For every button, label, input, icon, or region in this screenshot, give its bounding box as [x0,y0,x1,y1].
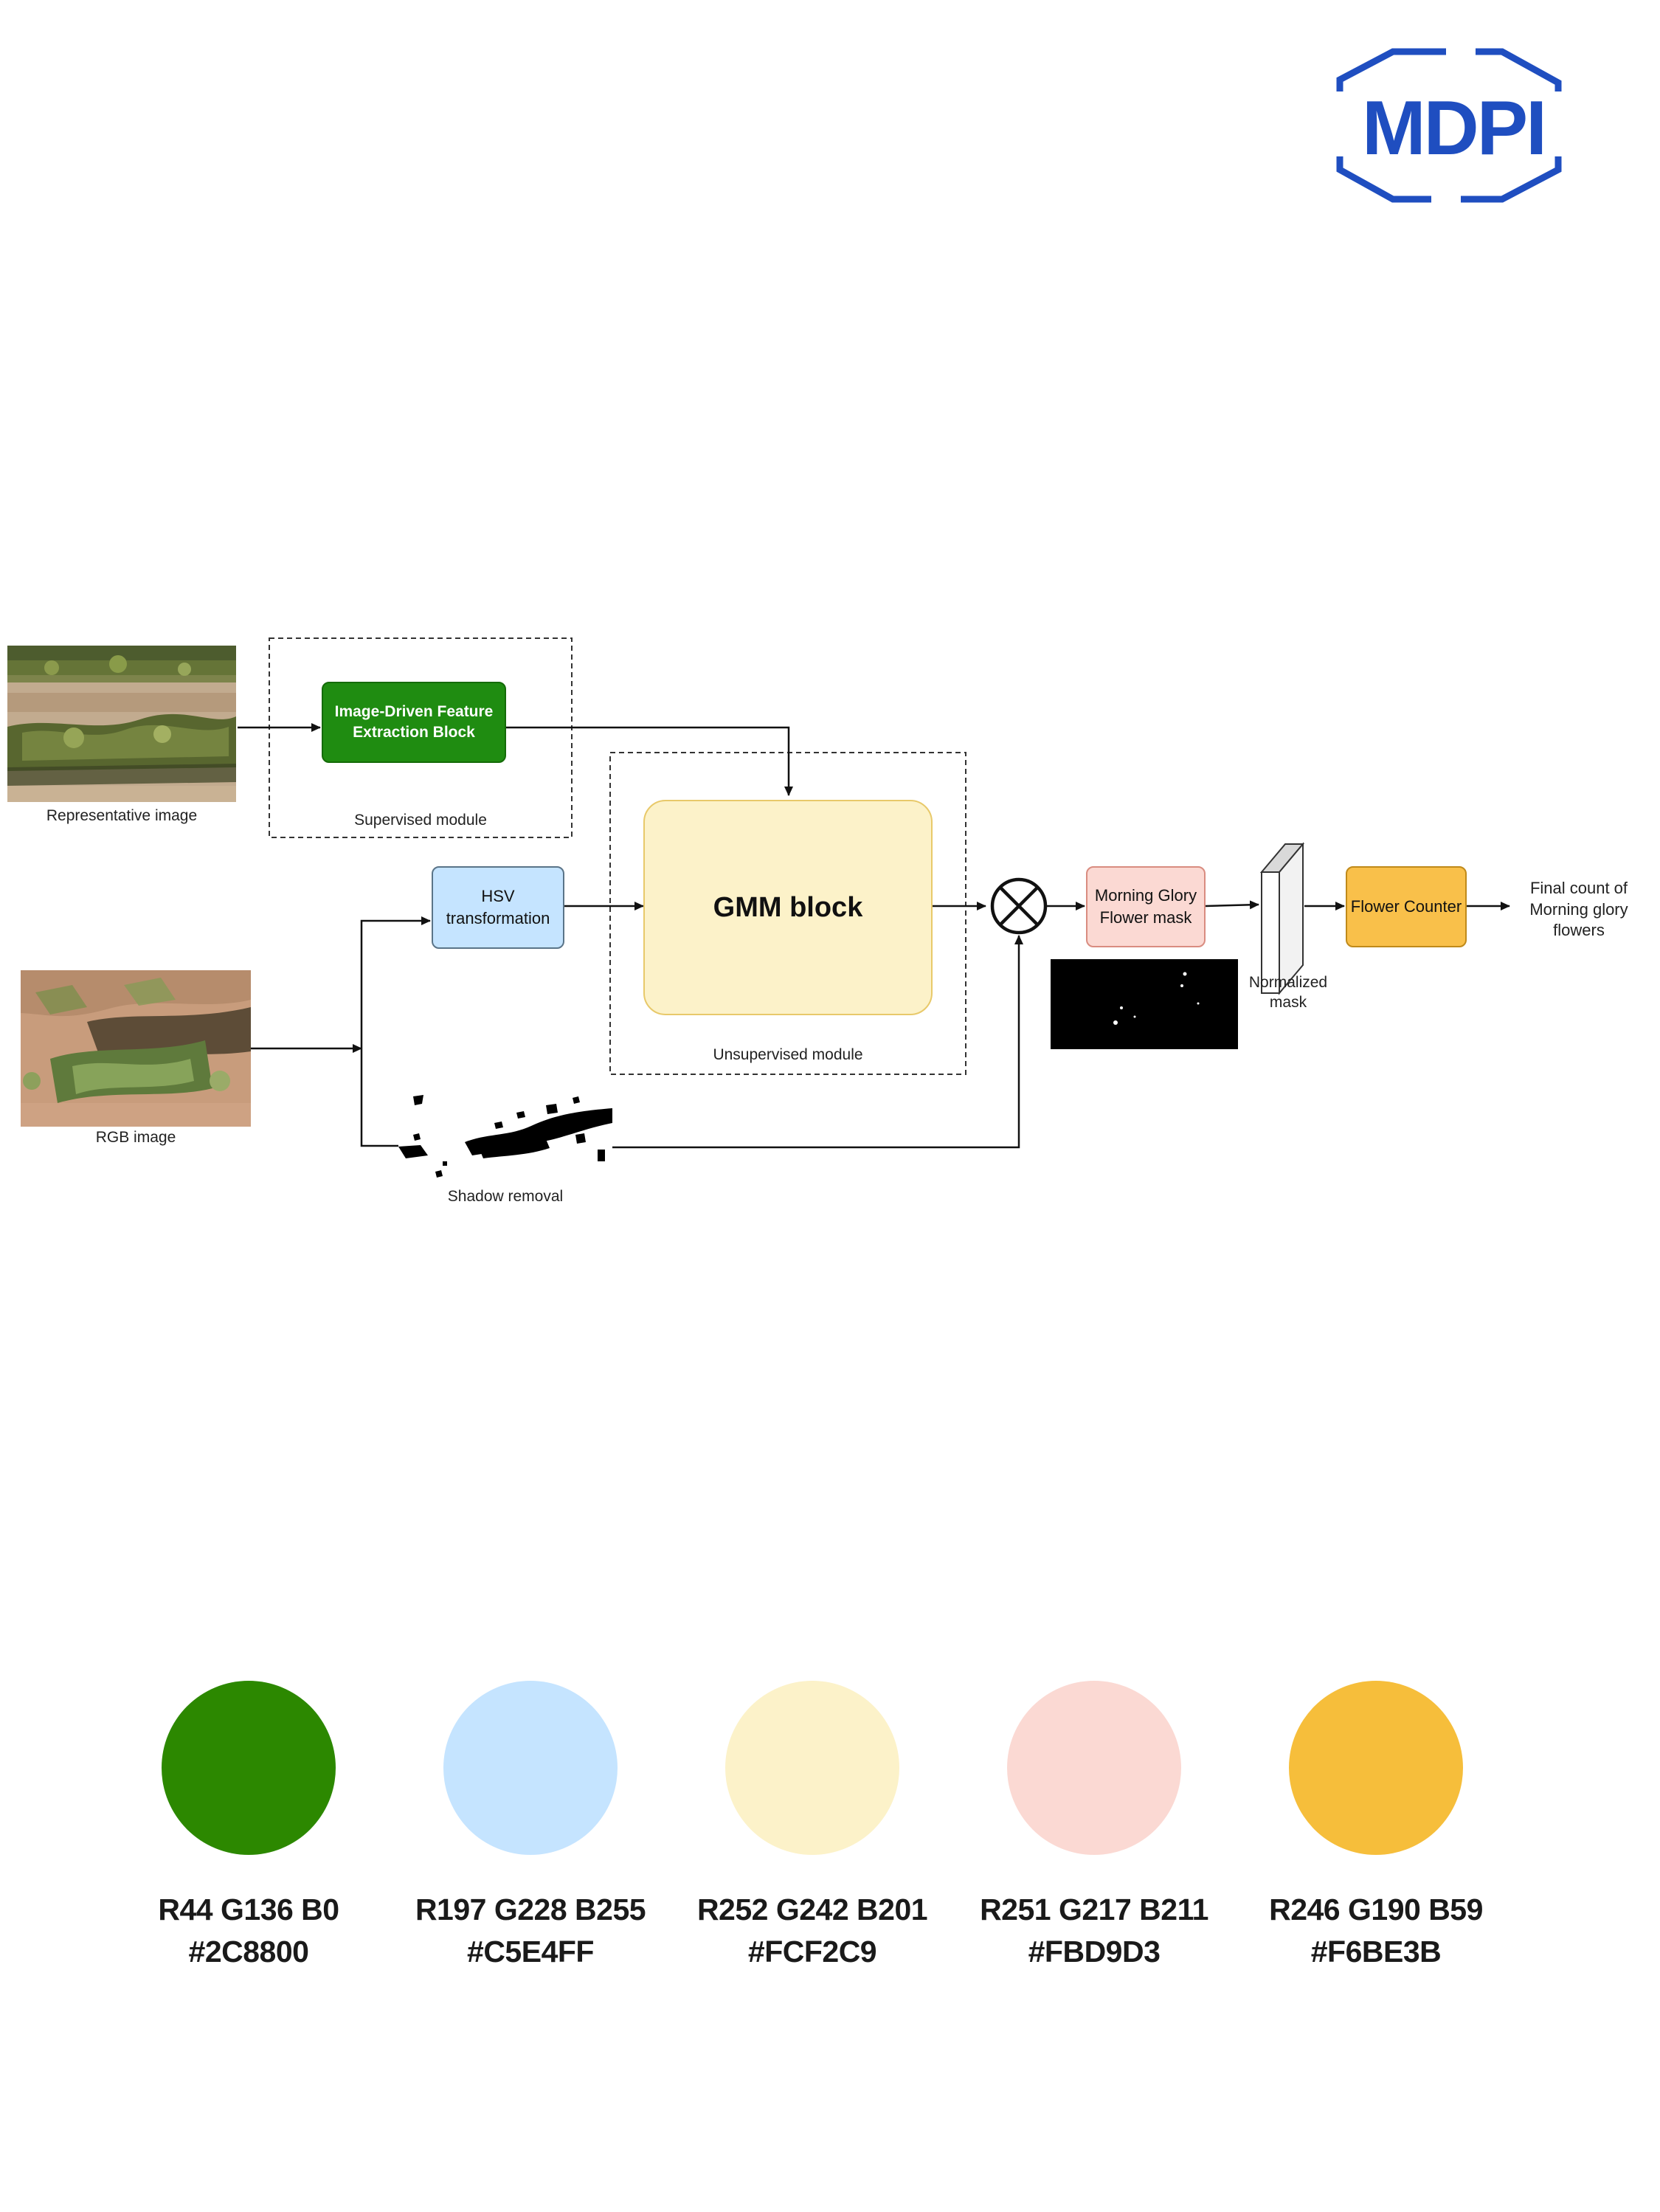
swatch-label: R197 G228 B255 #C5E4FF [390,1889,671,1973]
mdpi-logo: MDPI [1328,46,1579,208]
swatch-label: R252 G242 B201 #FCF2C9 [672,1889,952,1973]
hsv-transformation-block: HSV transformation [432,866,564,949]
swatch-circle [1007,1681,1181,1855]
shadow-removal-image [398,1091,612,1182]
swatch-hex: #FCF2C9 [747,1935,877,1969]
supervised-module-frame [269,637,573,838]
swatch-rgb: R197 G228 B255 [415,1893,646,1926]
flower-counter-block: Flower Counter [1346,866,1467,947]
swatch-hex: #2C8800 [188,1935,309,1969]
swatch-hex: #F6BE3B [1310,1935,1442,1969]
swatch-label: R44 G136 B0 #2C8800 [108,1889,389,1973]
normalized-mask-icon [1259,842,1305,995]
gmm-block: GMM block [643,800,933,1015]
mdpi-logo-text: MDPI [1362,86,1547,171]
swatch-rgb: R246 G190 B59 [1269,1893,1483,1926]
supervised-module-label: Supervised module [354,812,487,829]
swatch-hex: #C5E4FF [467,1935,594,1969]
swatch-rgb: R252 G242 B201 [696,1893,928,1926]
swatch-circle [443,1681,618,1855]
feature-extraction-block: Image-Driven Feature Extraction Block [322,682,506,763]
swatch-rgb: R251 G217 B211 [980,1893,1208,1926]
shadow-removal-label: Shadow removal [447,1188,564,1205]
swatch-circle [162,1681,336,1855]
final-count-output: Final count of Morning glory flowers [1529,879,1628,940]
normalized-mask-label: Normalized mask [1248,974,1328,1012]
flower-mask-block: Morning Glory Flower mask [1086,866,1206,947]
swatch-rgb: R44 G136 B0 [158,1893,339,1926]
representative-image-label: Representative image [46,807,198,824]
flower-mask-preview [1051,959,1238,1049]
circled-times-icon [990,877,1048,935]
pipeline-diagram: Representative image Image-Driven Featur… [0,635,1660,1240]
swatch-circle [725,1681,899,1855]
diagram-connectors [238,637,1510,1150]
rgb-image [21,970,251,1127]
swatch-circle [1289,1681,1463,1855]
representative-image [7,646,236,802]
rgb-image-label: RGB image [95,1129,176,1146]
swatch-label: R246 G190 B59 #F6BE3B [1236,1889,1516,1973]
swatch-hex: #FBD9D3 [1028,1935,1161,1969]
unsupervised-module-label: Unsupervised module [713,1046,863,1063]
swatch-label: R251 G217 B211 #FBD9D3 [954,1889,1234,1973]
